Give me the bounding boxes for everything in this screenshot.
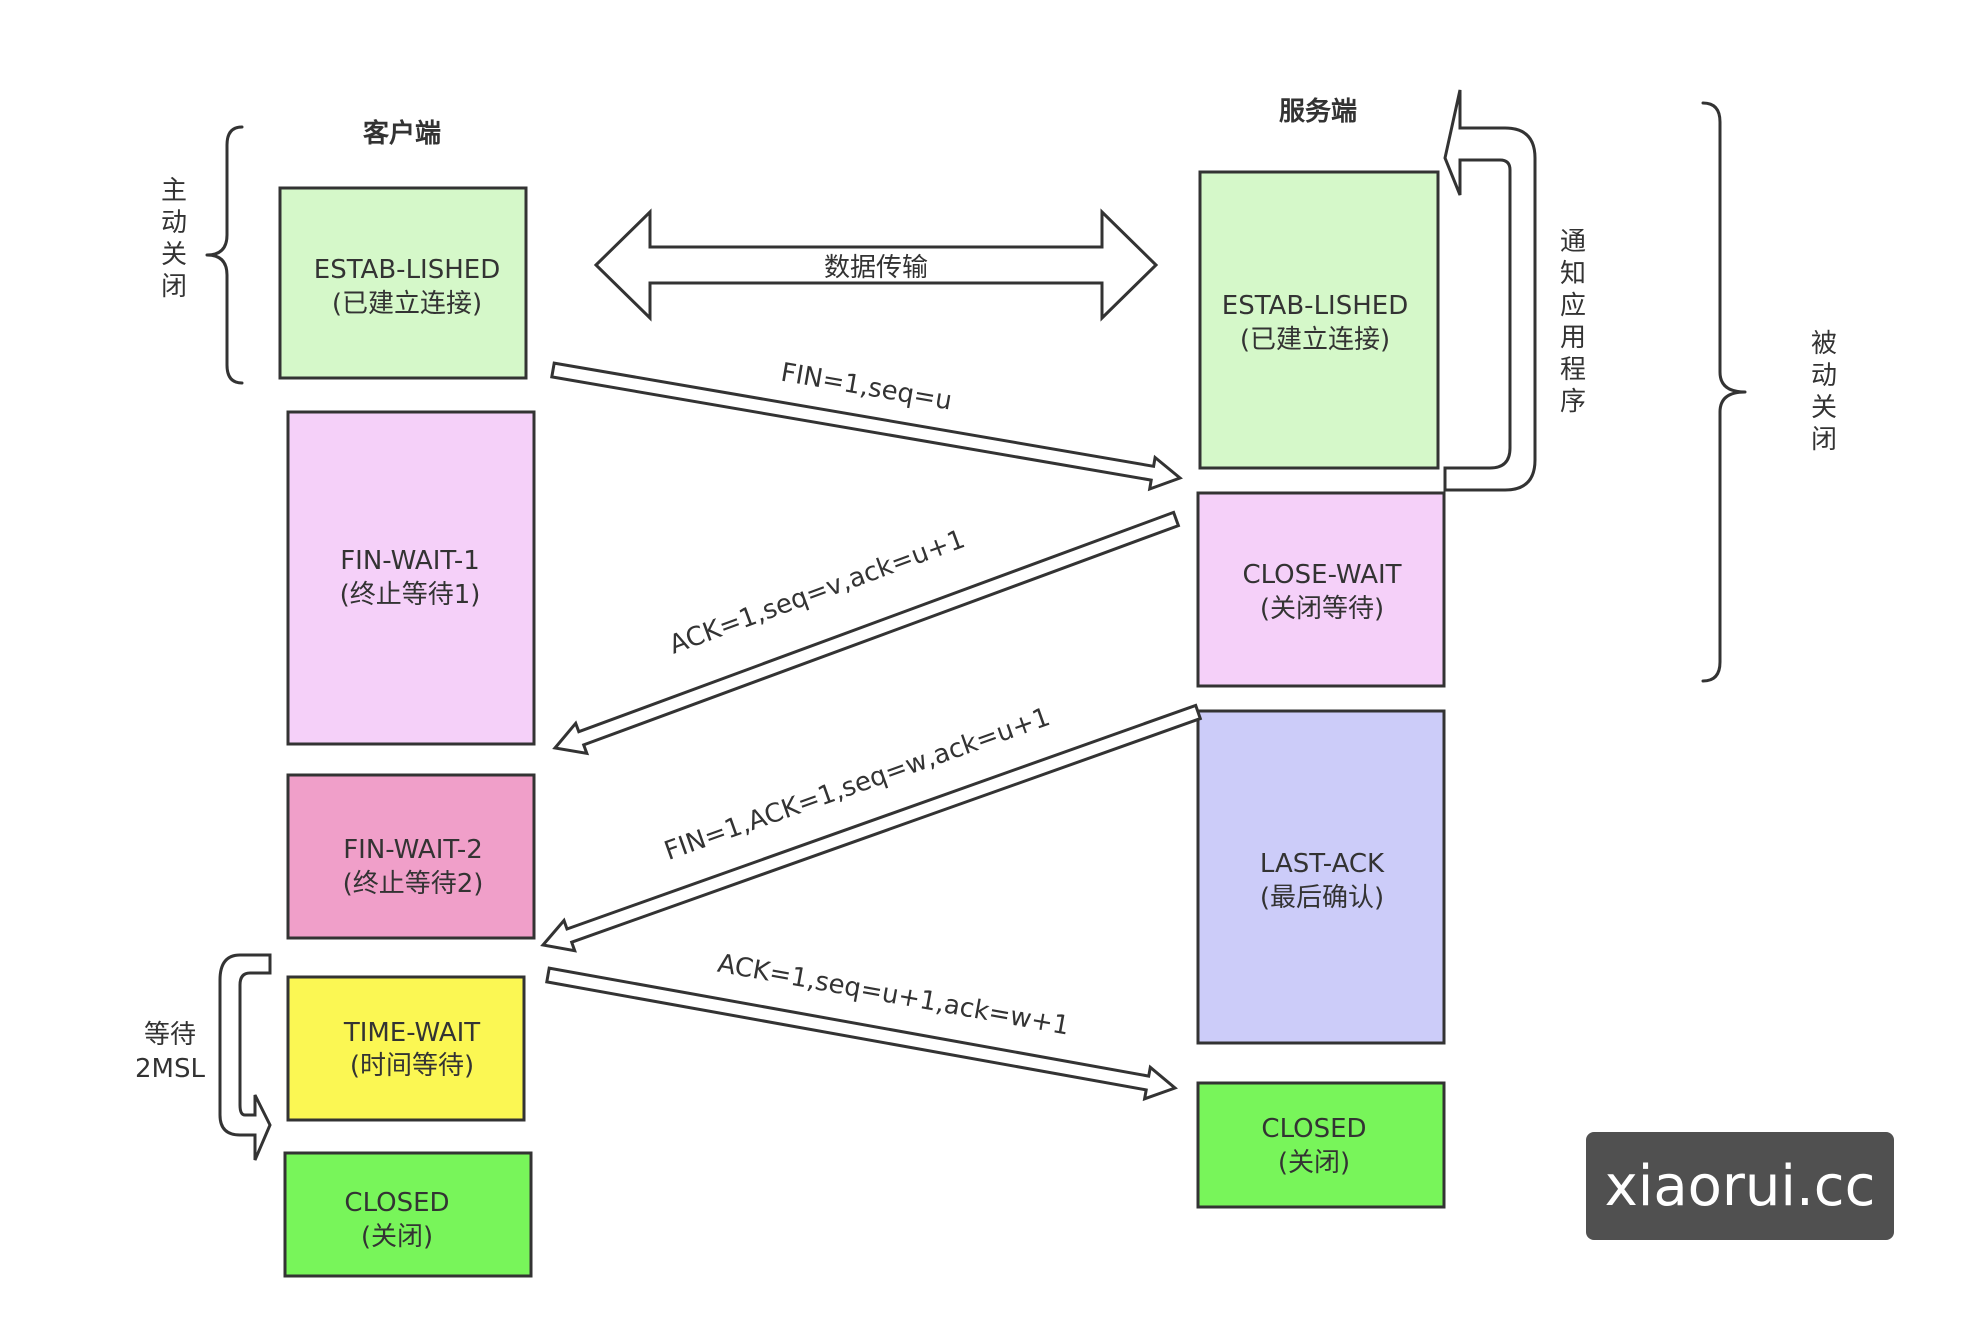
svg-text:CLOSE-WAIT: CLOSE-WAIT — [1242, 560, 1401, 590]
svg-text:闭: 闭 — [161, 272, 187, 302]
svg-text:FIN-WAIT-1: FIN-WAIT-1 — [340, 546, 480, 576]
server-state-closed: CLOSED (关闭) — [1196, 1081, 1446, 1209]
svg-text:关: 关 — [161, 240, 187, 270]
svg-text:(已建立连接): (已建立连接) — [332, 289, 482, 319]
server-state-established: ESTAB-LISHED (已建立连接) — [1198, 170, 1440, 470]
svg-text:主: 主 — [161, 176, 187, 206]
data-transfer-arrow: 数据传输 — [593, 208, 1159, 322]
svg-text:LAST-ACK: LAST-ACK — [1260, 849, 1385, 879]
svg-text:动: 动 — [161, 208, 187, 238]
svg-text:关: 关 — [1811, 393, 1837, 423]
svg-text:被: 被 — [1811, 329, 1837, 359]
svg-text:动: 动 — [1811, 361, 1837, 391]
svg-text:(关闭): (关闭) — [361, 1222, 433, 1252]
active-close-label: 主 动 关 闭 — [161, 176, 187, 302]
client-state-time-wait: TIME-WAIT (时间等待) — [286, 975, 526, 1122]
message-label-ack2: ACK=1,seq=u+1,ack=w+1 — [715, 949, 1071, 1042]
client-state-fin-wait-1: FIN-WAIT-1 (终止等待1) — [286, 410, 536, 746]
message-arrow-fin2: FIN=1,ACK=1,seq=w,ack=u+1 — [540, 702, 1203, 953]
svg-text:用: 用 — [1560, 323, 1586, 353]
svg-text:(时间等待): (时间等待) — [350, 1051, 474, 1081]
svg-text:(终止等待2): (终止等待2) — [343, 869, 484, 899]
svg-text:闭: 闭 — [1811, 425, 1837, 455]
svg-text:序: 序 — [1560, 387, 1586, 417]
message-label-ack1: ACK=1,seq=v,ack=u+1 — [665, 524, 969, 660]
svg-text:应: 应 — [1560, 291, 1586, 321]
svg-text:程: 程 — [1560, 355, 1586, 385]
svg-text:(终止等待1): (终止等待1) — [340, 580, 481, 610]
server-state-last-ack: LAST-ACK (最后确认) — [1196, 709, 1446, 1045]
message-arrow-ack1: ACK=1,seq=v,ack=u+1 — [552, 510, 1181, 756]
svg-text:ESTAB-LISHED: ESTAB-LISHED — [314, 255, 500, 285]
svg-text:(关闭等待): (关闭等待) — [1260, 594, 1384, 624]
svg-text:CLOSED: CLOSED — [344, 1188, 449, 1218]
svg-text:(已建立连接): (已建立连接) — [1240, 325, 1390, 355]
watermark-badge: xiaorui.cc — [1586, 1132, 1894, 1240]
svg-text:ESTAB-LISHED: ESTAB-LISHED — [1222, 291, 1408, 321]
svg-text:知: 知 — [1560, 259, 1586, 289]
client-state-fin-wait-2: FIN-WAIT-2 (终止等待2) — [286, 773, 536, 940]
svg-text:TIME-WAIT: TIME-WAIT — [343, 1018, 480, 1048]
message-arrow-fin1: FIN=1,seq=u — [550, 358, 1183, 492]
server-header: 服务端 — [1279, 97, 1357, 127]
svg-text:等待: 等待 — [144, 1020, 196, 1050]
client-header: 客户端 — [363, 118, 441, 149]
notify-app-label: 通 知 应 用 程 序 — [1560, 227, 1586, 417]
svg-text:(最后确认): (最后确认) — [1260, 883, 1384, 913]
client-state-established: ESTAB-LISHED (已建立连接) — [278, 186, 528, 380]
message-arrows: FIN=1,seq=uACK=1,seq=v,ack=u+1FIN=1,ACK=… — [540, 358, 1203, 1102]
data-transfer-label: 数据传输 — [824, 253, 928, 283]
svg-text:通: 通 — [1560, 227, 1586, 257]
svg-text:2MSL: 2MSL — [135, 1054, 205, 1084]
wait-2msl-label: 等待 2MSL — [135, 1020, 205, 1084]
message-arrow-ack2: ACK=1,seq=u+1,ack=w+1 — [545, 949, 1178, 1102]
client-state-closed: CLOSED (关闭) — [283, 1151, 533, 1278]
passive-close-label: 被 动 关 闭 — [1811, 329, 1837, 455]
active-close-brace — [205, 125, 244, 385]
passive-close-brace — [1701, 101, 1747, 683]
wait-2msl-arrow — [218, 953, 272, 1161]
svg-text:(关闭): (关闭) — [1278, 1148, 1350, 1178]
server-state-close-wait: CLOSE-WAIT (关闭等待) — [1196, 491, 1446, 688]
svg-text:CLOSED: CLOSED — [1261, 1114, 1366, 1144]
notify-app-arrow — [1443, 89, 1537, 492]
svg-text:FIN-WAIT-2: FIN-WAIT-2 — [343, 835, 483, 865]
